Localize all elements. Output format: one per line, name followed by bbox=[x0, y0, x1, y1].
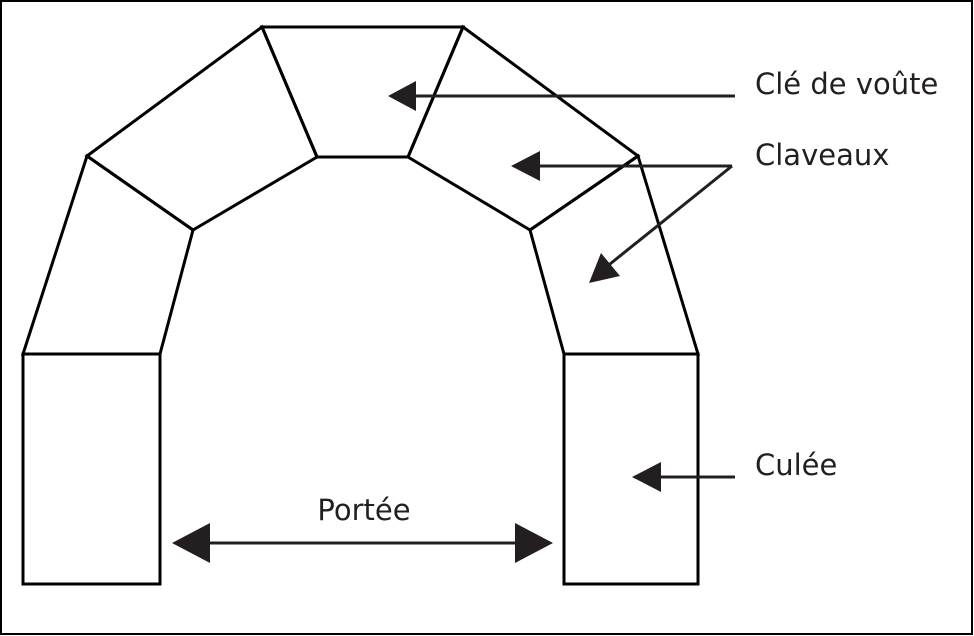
span-arrowhead-right bbox=[515, 523, 553, 563]
voussoir-arrow-line-2 bbox=[604, 164, 733, 270]
label-abutment: Culée bbox=[755, 448, 837, 482]
keystone-arrowhead bbox=[388, 81, 416, 111]
voussoir-arrowhead-2 bbox=[589, 253, 620, 283]
abutment-arrowhead bbox=[632, 462, 661, 492]
label-voussoirs: Claveaux bbox=[755, 138, 889, 172]
span-arrowhead-left bbox=[172, 523, 210, 563]
label-keystone: Clé de voûte bbox=[755, 67, 938, 101]
label-span: Portée bbox=[317, 493, 410, 527]
voussoir-arrowhead-1 bbox=[511, 151, 540, 181]
voussoir-right-lower bbox=[528, 153, 701, 356]
